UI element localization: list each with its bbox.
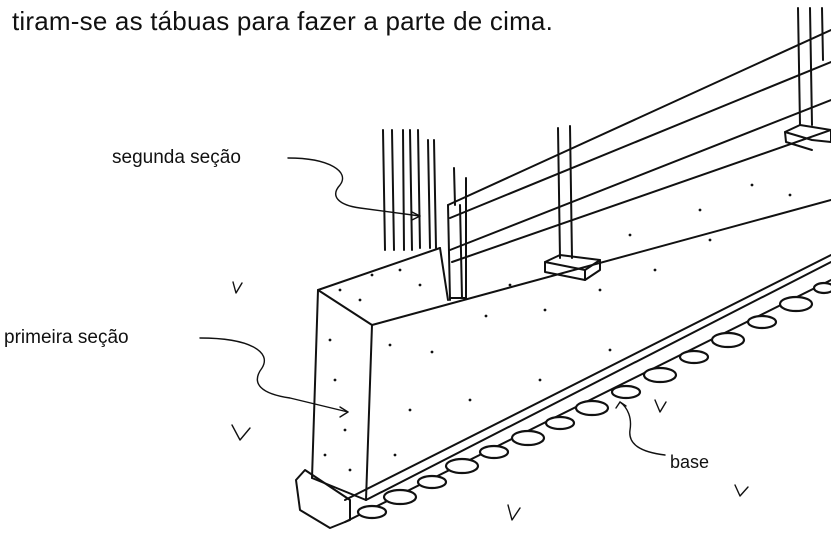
caption-text: tiram-se as tábuas para fazer a parte de…	[12, 6, 554, 36]
base-stones	[295, 254, 831, 529]
lower-wall	[311, 199, 831, 501]
upper-formwork	[447, 29, 831, 301]
post-footings	[544, 124, 831, 281]
label-base: base	[670, 452, 710, 472]
leader-lines	[199, 157, 666, 456]
label-primeira-secao: primeira seção	[4, 327, 129, 348]
label-segunda-secao: segunda seção	[112, 147, 241, 168]
concrete-speckles	[323, 183, 792, 472]
posts	[382, 7, 824, 259]
sketch-marks	[231, 281, 749, 521]
